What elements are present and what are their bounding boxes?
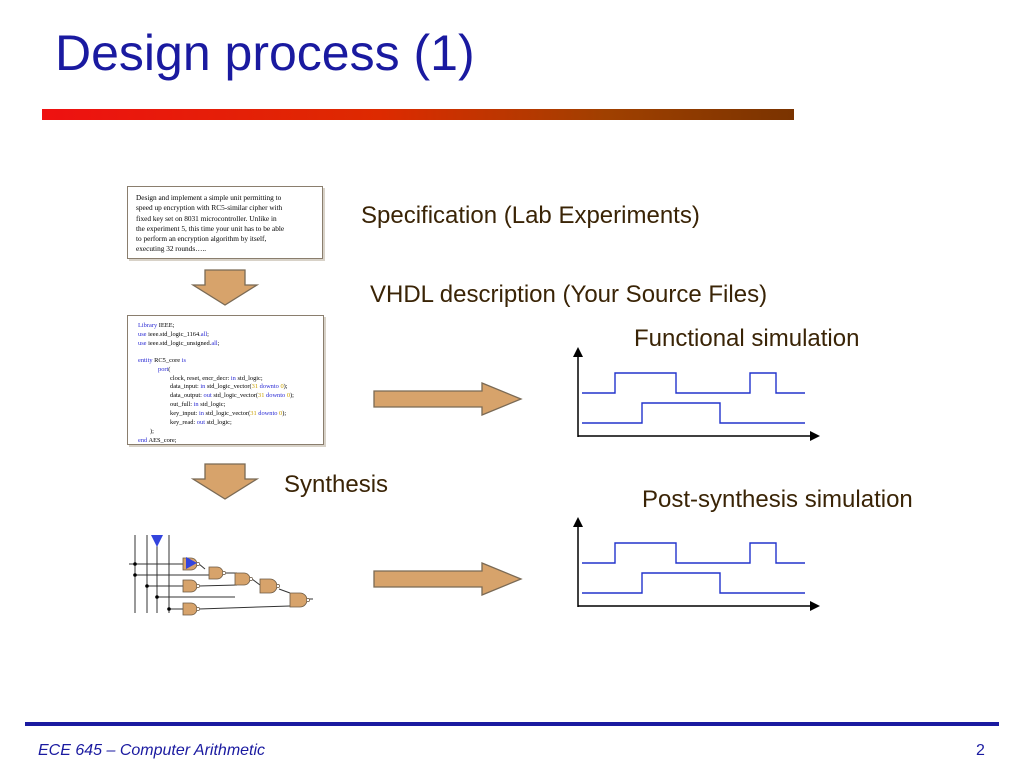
code-keyword: all: [200, 330, 208, 338]
gate-level-circuit-schematic: [129, 535, 313, 616]
code-keyword: port: [158, 365, 169, 373]
code-line: data_output: out std_logic_vector(31 dow…: [138, 392, 313, 401]
code-text: IEEE;: [157, 322, 175, 329]
code-number: 0: [279, 410, 283, 418]
code-line: Library IEEE;: [138, 322, 313, 331]
code-line: port(: [138, 366, 313, 375]
code-text: ;: [217, 339, 220, 347]
down-arrow-icon: [190, 463, 260, 500]
code-line: key_read: out std_logic;: [138, 419, 313, 428]
code-line: );: [150, 427, 154, 435]
code-keyword: Library: [138, 322, 158, 329]
code-text: out_full:: [170, 401, 194, 409]
code-line: data_input: in std_logic_vector(31 downt…: [138, 383, 313, 392]
synthesis-label: Synthesis: [284, 471, 389, 498]
code-text: RC5_core: [152, 356, 182, 364]
right-arrow-icon: [373, 382, 523, 416]
code-text: clock, reset, encr_decr:: [170, 374, 231, 382]
spec-line: the experiment 5, this time your unit ha…: [136, 223, 285, 233]
code-text: (: [168, 365, 171, 373]
code-text: );: [282, 410, 287, 418]
code-text: std_logic;: [198, 401, 226, 409]
code-text: std_logic;: [204, 419, 232, 427]
title-underline-bar: [42, 109, 794, 120]
slide-title: Design process (1): [55, 25, 475, 81]
footer-divider: [25, 722, 999, 726]
code-text: std_logic_vector(: [205, 383, 252, 391]
code-number: 31: [251, 383, 259, 391]
vhdl-description-label: VHDL description (Your Source Files): [370, 281, 768, 308]
code-keyword: downto: [258, 410, 278, 418]
spec-line: to perform an encryption algorithm by it…: [136, 234, 267, 244]
code-text: key_read:: [170, 419, 197, 427]
code-text: std_logic_vector(: [203, 410, 251, 418]
code-number: 0: [286, 392, 291, 400]
spec-line: fixed key set on 8031 microcontroller. U…: [136, 213, 277, 223]
code-keyword: in: [193, 401, 199, 409]
code-number: 0: [280, 383, 284, 391]
code-keyword: in: [230, 374, 236, 382]
code-keyword: downto: [259, 383, 279, 391]
code-keyword: all: [211, 339, 218, 347]
code-keyword: end: [138, 436, 148, 444]
code-line: clock, reset, encr_decr: in std_logic;: [138, 375, 313, 384]
code-blank-line: [138, 349, 313, 357]
code-keyword: in: [198, 410, 204, 418]
spec-line: Design and implement a simple unit permi…: [136, 193, 282, 202]
footer-course-title: ECE 645 – Computer Arithmetic: [38, 742, 266, 759]
code-line: use ieee.std_logic_1164.all;: [138, 331, 313, 340]
code-text: std_logic_vector(: [211, 392, 259, 400]
code-keyword: entity: [138, 356, 153, 364]
code-keyword: out: [196, 419, 205, 427]
code-text: );: [290, 392, 294, 400]
code-text: std_logic;: [235, 374, 263, 382]
specification-label: Specification (Lab Experiments): [361, 202, 700, 229]
code-keyword: downto: [266, 392, 286, 400]
functional-simulation-label: Functional simulation: [634, 325, 860, 352]
post-synthesis-simulation-waveform: [573, 517, 820, 611]
code-keyword: in: [200, 383, 206, 391]
code-keyword: use: [138, 330, 147, 338]
right-arrow-icon: [373, 562, 523, 596]
code-line: entity RC5_core is: [138, 357, 313, 366]
spec-line: speed up encryption with RC5-similar cip…: [136, 203, 283, 213]
post-synthesis-simulation-label: Post-synthesis simulation: [642, 486, 913, 513]
code-keyword: out: [203, 392, 212, 400]
down-arrow-icon: [190, 269, 260, 306]
specification-box: Design and implement a simple unit permi…: [127, 186, 323, 259]
code-text: ieee.std_logic_1164.: [146, 330, 201, 338]
functional-simulation-waveform: [573, 347, 820, 441]
code-text: data_input:: [170, 383, 201, 391]
spec-line: executing 32 rounds…..: [136, 244, 207, 254]
code-line: out_full: in std_logic;: [138, 401, 313, 410]
vhdl-code-box: Library IEEE; use ieee.std_logic_1164.al…: [127, 315, 324, 445]
code-text: AES_core;: [147, 436, 177, 444]
code-keyword: use: [138, 339, 147, 347]
code-line: key_input: in std_logic_vector(31 downto…: [138, 410, 313, 419]
code-text: );: [283, 383, 288, 391]
code-number: 31: [250, 410, 257, 418]
code-number: 31: [258, 392, 265, 400]
page-number: 2: [976, 742, 985, 759]
code-text: data_output:: [170, 392, 204, 400]
code-text: ieee.std_logic_unsigned.: [146, 339, 212, 347]
code-keyword: is: [181, 356, 186, 364]
code-line: use ieee.std_logic_unsigned.all;: [138, 340, 313, 349]
code-line: end AES_core;: [138, 437, 313, 446]
code-text: ;: [207, 330, 209, 338]
code-text: key_input:: [170, 410, 199, 418]
